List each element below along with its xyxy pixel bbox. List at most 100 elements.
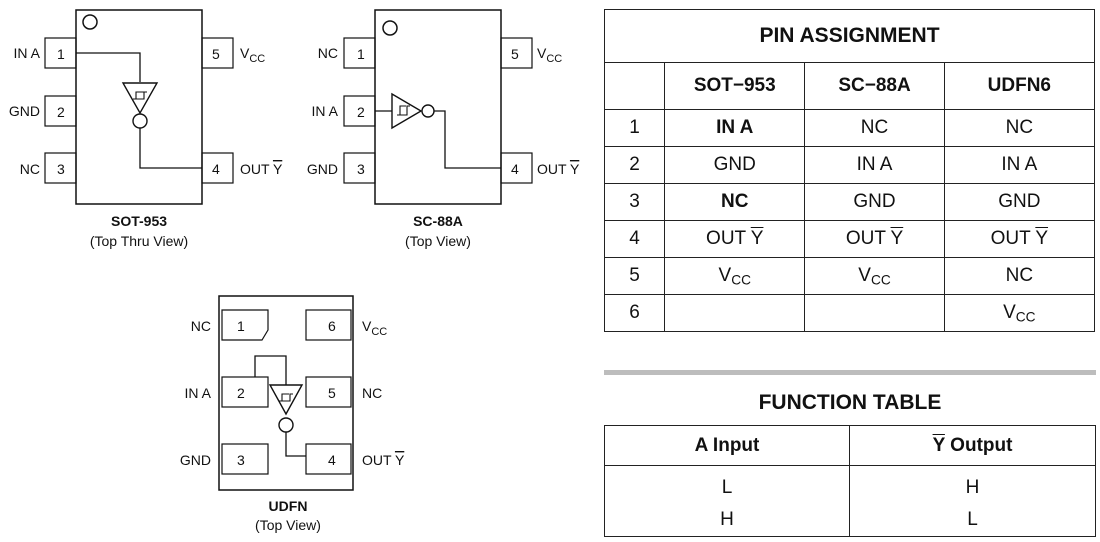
sot953-pin-label: IN A	[14, 45, 41, 61]
section-divider	[604, 370, 1096, 375]
sot953-pin-num: 4	[212, 161, 220, 177]
column-header: SOT−953	[664, 62, 806, 110]
column-header: Y Output	[849, 425, 1096, 466]
table-row: 2 GND IN A IN A	[603, 146, 1096, 184]
sc88a-package: 1 2 3 4 5 NC IN A GND OUT Y VCC SC-88A (…	[307, 9, 580, 249]
sc88a-output-wire	[434, 110, 501, 169]
table-cell: 3	[603, 183, 666, 221]
table-cell: GND	[664, 146, 806, 184]
sot953-pin-label: VCC	[240, 45, 265, 65]
sc88a-pin-num: 1	[357, 46, 365, 62]
udfn-subtitle: (Top View)	[255, 517, 321, 533]
sot953-input-wire	[76, 52, 141, 82]
udfn-pin-label: NC	[362, 385, 382, 401]
sc88a-pin-label: VCC	[537, 45, 562, 65]
sc88a-pin-label: OUT Y	[537, 161, 580, 177]
table-cell: 5	[603, 257, 666, 295]
sot953-pin-num: 5	[212, 46, 220, 62]
table-cell: NC	[943, 257, 1096, 295]
udfn-body	[218, 295, 354, 491]
udfn-pin-label: NC	[191, 318, 211, 334]
sc88a-pin-num: 5	[511, 46, 519, 62]
sc88a-pin-label: IN A	[312, 103, 339, 119]
udfn-output-wire	[285, 432, 306, 457]
table-cell: 2	[603, 146, 666, 184]
schmitt-buffer-icon	[268, 384, 304, 416]
sc88a-pin-label: NC	[318, 45, 338, 61]
table-row: 3 NC GND GND	[603, 183, 1096, 221]
table-cell: IN A	[804, 146, 945, 184]
inverter-bubble-icon	[278, 417, 294, 433]
table-row: H L	[604, 504, 1096, 537]
udfn-title: UDFN	[269, 498, 308, 514]
table-cell: GND	[943, 183, 1096, 221]
udfn-pin-label: VCC	[362, 318, 387, 338]
sc88a-pin-num: 2	[357, 104, 365, 120]
table-row: 4 OUT Y OUT Y OUT Y	[603, 220, 1096, 258]
pin1-marker-icon	[82, 14, 98, 30]
table-cell: GND	[804, 183, 945, 221]
sot953-pin-num: 3	[57, 161, 65, 177]
sot953-title: SOT-953	[111, 213, 167, 229]
sc88a-subtitle: (Top View)	[405, 233, 471, 249]
udfn-pin-label: GND	[180, 452, 211, 468]
udfn-pin-num: 1	[237, 318, 245, 334]
sot953-pin-num: 1	[57, 46, 65, 62]
pin1-marker-icon	[382, 20, 398, 36]
udfn-pin-num: 4	[328, 452, 336, 468]
table-row: 6 VCC	[603, 294, 1096, 332]
table-cell	[664, 294, 806, 332]
sot953-output-wire	[139, 128, 202, 169]
sot953-pin-label: NC	[20, 161, 40, 177]
table-cell: L	[604, 465, 850, 504]
udfn-pin-label: IN A	[185, 385, 212, 401]
table-cell: 1	[603, 109, 666, 147]
sot953-pin-num: 2	[57, 104, 65, 120]
udfn-pin-num: 3	[237, 452, 245, 468]
table-cell: 4	[603, 220, 666, 258]
sc88a-pin-num: 3	[357, 161, 365, 177]
column-header	[603, 62, 666, 110]
pin-assignment-table: PIN ASSIGNMENT SOT−953 SC−88A UDFN6 1 IN…	[603, 9, 1096, 332]
table-cell: NC	[804, 109, 945, 147]
sot953-pin-label: GND	[9, 103, 40, 119]
table-cell: 6	[603, 294, 666, 332]
column-header: UDFN6	[943, 62, 1096, 110]
table-cell: OUT Y	[943, 220, 1096, 258]
sot953-body	[75, 9, 203, 205]
sc88a-title: SC-88A	[413, 213, 463, 229]
table-cell: VCC	[804, 257, 945, 295]
table-cell: NC	[943, 109, 1096, 147]
sc88a-pin-label: GND	[307, 161, 338, 177]
table-cell: H	[604, 504, 850, 537]
table-cell: OUT Y	[664, 220, 806, 258]
pin1-notch-icon	[221, 309, 269, 341]
sc88a-pin-num: 4	[511, 161, 519, 177]
inverter-bubble-icon	[132, 113, 148, 129]
function-table: A Input Y Output L H H L	[604, 425, 1096, 537]
udfn-pin-num: 2	[237, 385, 245, 401]
table-row: 1 IN A NC NC	[603, 109, 1096, 147]
sot953-package: 1 2 3 4 5 IN A GND NC OUT Y VCC SOT-953 …	[9, 9, 283, 249]
table-cell: VCC	[943, 294, 1096, 332]
table-cell	[804, 294, 945, 332]
table-cell: IN A	[664, 109, 806, 147]
udfn-input-wire	[254, 355, 287, 385]
function-table-title: FUNCTION TABLE	[758, 391, 942, 414]
sot953-pin-label: OUT Y	[240, 161, 283, 177]
table-row: L H	[604, 465, 1096, 504]
table-cell: H	[849, 465, 1096, 504]
pin-assignment-title: PIN ASSIGNMENT	[604, 9, 1095, 63]
table-cell: NC	[664, 183, 806, 221]
udfn-pin-num: 6	[328, 318, 336, 334]
column-header: A Input	[604, 425, 850, 466]
column-header: SC−88A	[804, 62, 945, 110]
table-cell: L	[849, 504, 1096, 537]
udfn-package: 1 2 3 4 5 6 NC IN A GND OUT Y NC VCC UDF…	[180, 295, 405, 533]
hysteresis-icon	[133, 91, 147, 100]
table-row: 5 VCC VCC NC	[603, 257, 1096, 295]
sc88a-body	[374, 9, 502, 205]
udfn-pin-label: OUT Y	[362, 452, 405, 468]
hysteresis-icon	[279, 393, 293, 402]
